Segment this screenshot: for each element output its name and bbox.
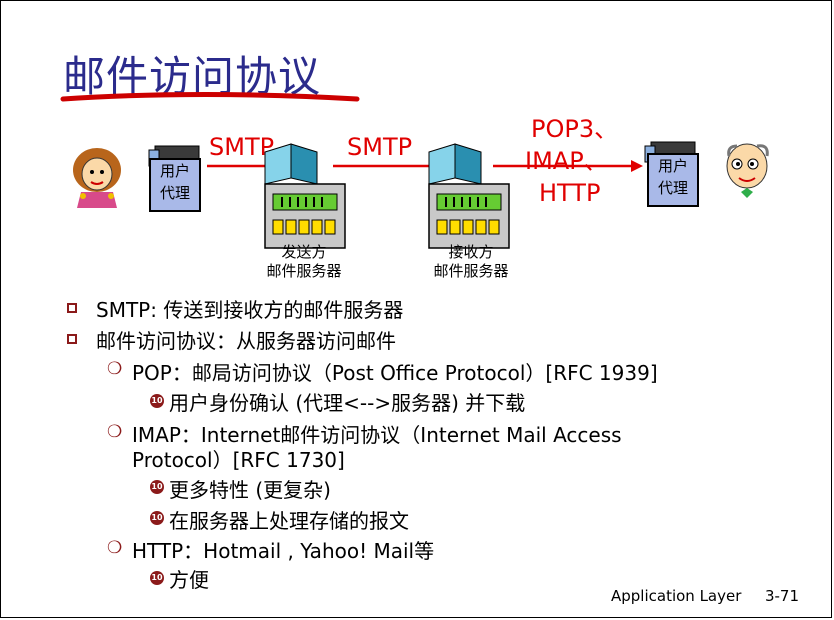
mail-server-icon xyxy=(428,143,510,249)
access-protocols-label: POP3、 IMAP、 HTTP xyxy=(525,113,619,209)
protocol-label-imap: IMAP、 xyxy=(525,147,608,175)
smtp-label-2: SMTP xyxy=(347,133,413,161)
protocol-label-pop3: POP3、 xyxy=(531,115,619,143)
bullet-imap-detail-2: 在服务器上处理存储的报文 xyxy=(169,509,409,533)
caption-line1: 发送方 xyxy=(281,243,327,261)
footer-page-number: 3-71 xyxy=(764,587,799,605)
sub-bullet-marker: ❍ xyxy=(107,422,123,442)
woman-user-icon xyxy=(73,148,121,208)
slide-footer: Application Layer 3-71 xyxy=(611,587,799,605)
bullet-http-detail: 方便 xyxy=(169,568,209,592)
title-underline xyxy=(60,92,360,102)
bullet-pop: POP：邮局访问协议（Post Office Protocol）[RFC 193… xyxy=(132,361,658,385)
bullet-marker xyxy=(67,334,77,344)
sub-sub-bullet-marker: 10 xyxy=(150,571,164,585)
user-agent-left: 用户 代理 xyxy=(149,158,201,212)
agent-label-line2: 代理 xyxy=(657,179,688,197)
receiver-server-caption: 接收方 邮件服务器 xyxy=(415,243,527,281)
smtp-label-1: SMTP xyxy=(209,133,275,161)
bullet-access-protocols: 邮件访问协议：从服务器访问邮件 xyxy=(96,329,396,353)
sub-bullet-marker: ❍ xyxy=(107,359,123,379)
sender-server-caption: 发送方 邮件服务器 xyxy=(248,243,360,281)
user-agent-right: 用户 代理 xyxy=(647,153,699,207)
footer-section: Application Layer xyxy=(610,587,742,605)
bullet-imap-detail-1: 更多特性 (更复杂) xyxy=(169,478,331,502)
agent-label-line2: 代理 xyxy=(159,184,190,202)
caption-line2: 邮件服务器 xyxy=(433,262,509,280)
mail-access-diagram xyxy=(73,141,769,249)
caption-line1: 接收方 xyxy=(448,243,494,261)
bullet-smtp: SMTP: 传送到接收方的邮件服务器 xyxy=(96,298,404,322)
sub-sub-bullet-marker: 10 xyxy=(150,511,164,525)
agent-label-line1: 用户 xyxy=(657,157,688,175)
bullet-imap-line2: Protocol）[RFC 1730] xyxy=(132,448,345,472)
sub-sub-bullet-marker: 10 xyxy=(150,480,164,494)
bullet-pop-detail: 用户身份确认 (代理<-->服务器) 并下载 xyxy=(169,391,526,415)
sub-bullet-marker: ❍ xyxy=(107,538,123,558)
bullet-imap-line1: IMAP：Internet邮件访问协议（Internet Mail Access xyxy=(132,423,622,447)
mail-server-icon xyxy=(264,143,346,249)
protocol-label-http: HTTP xyxy=(539,179,601,207)
agent-label-line1: 用户 xyxy=(159,162,190,180)
bullet-marker xyxy=(67,303,77,313)
man-user-icon xyxy=(726,143,769,198)
bullet-http: HTTP：Hotmail , Yahoo! Mail等 xyxy=(132,539,435,563)
sub-sub-bullet-marker: 10 xyxy=(150,394,164,408)
caption-line2: 邮件服务器 xyxy=(266,262,342,280)
arrow-3 xyxy=(493,160,643,172)
